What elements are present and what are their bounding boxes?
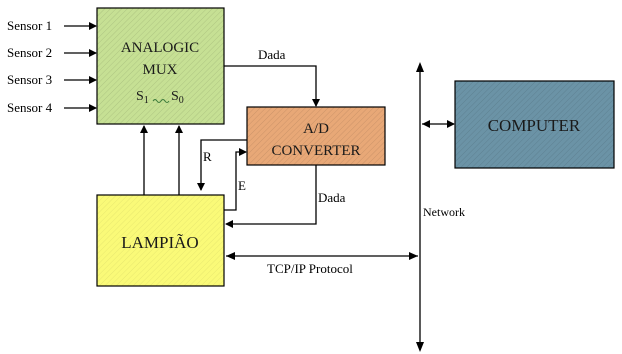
computer-link-arrow-right <box>447 120 455 128</box>
tcpip-link: TCP/IP Protocol <box>226 252 418 276</box>
mux-texture <box>97 8 224 124</box>
e-label: E <box>238 178 246 193</box>
sensor-4-label: Sensor 4 <box>7 100 53 115</box>
network-label: Network <box>423 205 465 219</box>
analogic-mux-box: ANALOGIC MUX S1 S0 <box>96 7 225 125</box>
mux-select-s1: S1 <box>136 89 149 106</box>
adc-control-lines: R E <box>197 139 247 211</box>
network-arrow-bottom <box>416 342 424 352</box>
dada-bottom-arrow <box>225 165 317 228</box>
computer-link-arrow-left <box>422 120 430 128</box>
mux-select-s0: S0 <box>171 89 184 106</box>
dada-bottom-label: Dada <box>318 190 346 205</box>
adc-title-line2: CONVERTER <box>271 143 360 159</box>
dada-bottom-link: Dada <box>225 165 346 228</box>
sensor-inputs: Sensor 1 Sensor 2 Sensor 3 Sensor 4 <box>7 18 97 115</box>
adc-title-line1: A/D <box>303 121 329 137</box>
mux-select-squiggle <box>152 99 170 103</box>
mux-title-line1: ANALOGIC <box>121 40 199 56</box>
network-bus: Network <box>416 62 465 352</box>
network-arrow-top <box>416 62 424 72</box>
tcpip-arrow-left <box>226 252 235 260</box>
computer-texture <box>455 81 614 168</box>
select-lines <box>140 125 183 195</box>
lampiao-texture <box>97 195 224 286</box>
computer-title: COMPUTER <box>488 116 581 135</box>
ad-converter-box: A/D CONVERTER <box>246 106 386 166</box>
e-line-arrow <box>224 148 247 211</box>
mux-title-line2: MUX <box>142 62 177 78</box>
lampiao-box: LAMPIÃO <box>96 194 225 287</box>
sensor-2-label: Sensor 2 <box>7 45 52 60</box>
computer-link <box>422 120 455 128</box>
computer-box: COMPUTER <box>454 80 615 169</box>
dada-top-arrow <box>224 65 320 107</box>
sensor-3-label: Sensor 3 <box>7 72 52 87</box>
r-line-arrow <box>197 139 247 191</box>
tcpip-label: TCP/IP Protocol <box>267 261 353 276</box>
sensor-1-label: Sensor 1 <box>7 18 52 33</box>
dada-top-label: Dada <box>258 47 286 62</box>
lampiao-title: LAMPIÃO <box>121 233 198 252</box>
tcpip-arrow-right <box>409 252 418 260</box>
dada-top-link: Dada <box>224 47 320 107</box>
r-label: R <box>203 149 212 164</box>
adc-texture <box>247 107 385 165</box>
